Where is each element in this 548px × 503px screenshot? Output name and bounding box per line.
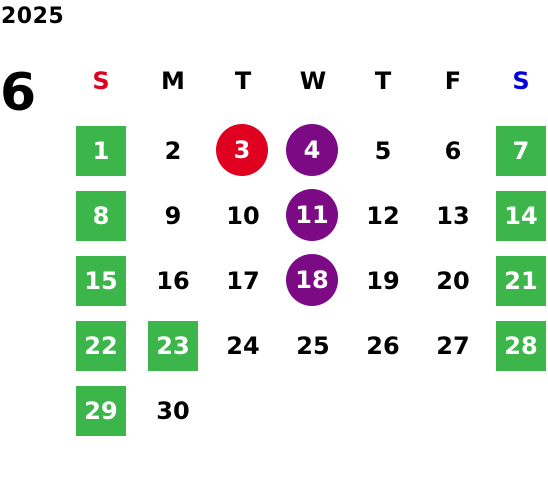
day-cell-8[interactable]: 8 [71,191,131,241]
day-number: 4 [286,124,338,176]
weekday-header: T [234,67,252,95]
day-number: 7 [496,126,546,176]
weekday-header: T [374,67,392,95]
day-cell-27[interactable]: 27 [423,321,483,371]
day-cell-20[interactable]: 20 [423,256,483,306]
day-number: 21 [496,256,546,306]
day-number: 28 [496,321,546,371]
day-number: 8 [76,191,126,241]
day-number: 30 [156,397,190,425]
day-cell-2[interactable]: 2 [143,126,203,176]
day-number: 18 [286,254,338,306]
day-number: 19 [366,267,400,295]
day-number: 24 [226,332,260,360]
day-number: 5 [374,137,392,165]
day-number: 15 [76,256,126,306]
weekday-header: F [444,67,462,95]
day-cell-9[interactable]: 9 [143,191,203,241]
day-cell-4[interactable]: 4 [282,124,342,176]
day-number: 22 [76,321,126,371]
day-number: 17 [226,267,260,295]
day-number: 16 [156,267,190,295]
day-number: 11 [286,189,338,241]
day-number: 20 [436,267,470,295]
day-cell-18[interactable]: 18 [282,254,342,306]
day-cell-14[interactable]: 14 [491,191,548,241]
day-cell-26[interactable]: 26 [353,321,413,371]
weekday-header: M [161,67,185,95]
weekday-header: W [299,67,327,95]
day-cell-12[interactable]: 12 [353,191,413,241]
day-cell-29[interactable]: 29 [71,386,131,436]
weekday-header: S [512,67,530,95]
day-cell-13[interactable]: 13 [423,191,483,241]
day-cell-21[interactable]: 21 [491,256,548,306]
day-cell-7[interactable]: 7 [491,126,548,176]
day-cell-5[interactable]: 5 [353,126,413,176]
day-number: 29 [76,386,126,436]
day-cell-22[interactable]: 22 [71,321,131,371]
day-number: 23 [148,321,198,371]
day-cell-16[interactable]: 16 [143,256,203,306]
day-cell-17[interactable]: 17 [213,256,273,306]
day-cell-10[interactable]: 10 [213,191,273,241]
day-cell-24[interactable]: 24 [213,321,273,371]
day-cell-28[interactable]: 28 [491,321,548,371]
day-number: 6 [444,137,462,165]
day-number: 3 [216,124,268,176]
day-number: 26 [366,332,400,360]
day-number: 27 [436,332,470,360]
day-cell-15[interactable]: 15 [71,256,131,306]
year-label: 2025 [1,4,65,29]
month-number: 6 [0,63,37,123]
weekday-header: S [92,67,110,95]
day-number: 1 [76,126,126,176]
day-number: 2 [164,137,182,165]
day-number: 14 [496,191,546,241]
day-cell-1[interactable]: 1 [71,126,131,176]
day-cell-23[interactable]: 23 [143,321,203,371]
day-number: 10 [226,202,260,230]
day-number: 9 [164,202,182,230]
day-cell-11[interactable]: 11 [282,189,342,241]
day-cell-25[interactable]: 25 [283,321,343,371]
day-number: 13 [436,202,470,230]
day-number: 25 [296,332,330,360]
day-cell-3[interactable]: 3 [212,124,272,176]
day-cell-6[interactable]: 6 [423,126,483,176]
day-cell-19[interactable]: 19 [353,256,413,306]
day-cell-30[interactable]: 30 [143,386,203,436]
day-number: 12 [366,202,400,230]
